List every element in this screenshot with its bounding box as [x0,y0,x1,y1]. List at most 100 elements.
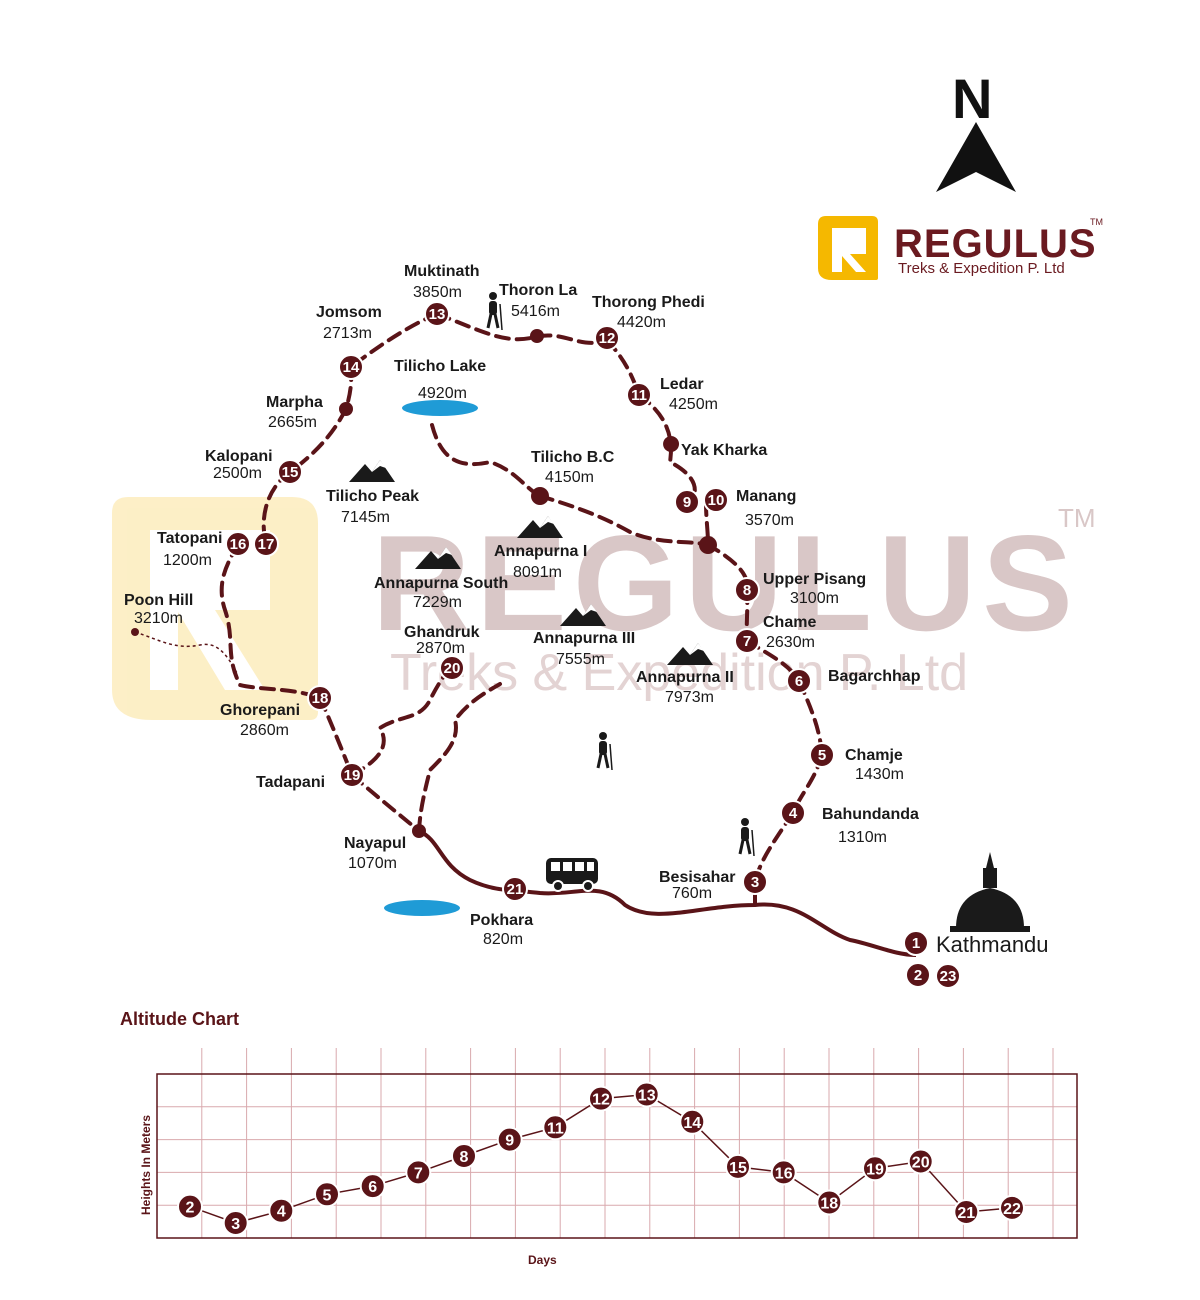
route-stops: 13 12 14 11 15 9 10 16 17 8 7 20 6 18 5 … [225,301,961,989]
stop-marker: 7 [734,628,760,654]
altitude-point: 11 [542,1114,569,1141]
stop-number: 8 [743,582,751,599]
altitude-point-label: 18 [820,1196,838,1213]
y-axis-label: Heights In Meters [139,1115,153,1215]
place-name: Tilicho Peak [326,488,419,505]
brand-logo: REGULUS TM Treks & Expedition P. Ltd [818,216,1103,280]
chart-frame [156,1073,1078,1239]
place-name: Yak Kharka [681,442,767,459]
altitude-point-label: 22 [1003,1201,1021,1218]
stop-marker: 18 [307,685,333,711]
altitude-point: 13 [633,1081,660,1108]
stop-marker: 1 [903,930,929,956]
place-alt: 8091m [513,564,562,581]
place-labels: Muktinath 3850m Thoron La 5416m Thorong … [124,263,1049,957]
stop-number: 13 [429,306,446,323]
altitude-point-label: 14 [683,1115,701,1132]
altitude-point: 3 [222,1210,249,1236]
poon-hill-trail [134,631,239,676]
stop-number: 17 [258,536,275,553]
altitude-point-marker [633,1081,660,1108]
chart-title: Altitude Chart [120,1009,239,1029]
stop-number: 1 [912,935,920,952]
stop-marker: 4 [780,800,806,826]
place-name: Poon Hill [124,592,193,609]
altitude-point-label: 3 [231,1216,240,1233]
stop-number: 6 [795,673,803,690]
snowcap [583,604,597,616]
altitude-point-marker [907,1148,934,1175]
altitude-point-marker [999,1194,1025,1221]
snowcap [372,460,386,472]
waypoint-marker [699,536,717,554]
hiker-icon [596,732,613,771]
waypoint-marker [131,628,139,636]
place-alt: 7145m [341,509,390,526]
stop-marker: 15 [277,459,303,485]
place-alt: 3570m [745,512,794,529]
place-alt: 4420m [617,314,666,331]
altitude-point: 16 [770,1159,797,1186]
altitude-chart: Altitude Chart Heights In Meters Days 23… [120,1009,1078,1267]
altitude-point-marker [268,1197,295,1224]
watermark-tm: TM [1058,503,1096,533]
stupa-icon [950,852,1030,932]
place-name: Pokhara [470,912,533,929]
stop-number: 2 [914,967,922,984]
altitude-point-marker [816,1189,843,1216]
altitude-point: 21 [953,1199,980,1225]
place-alt: 5416m [511,303,560,320]
brand-tagline: Treks & Expedition P. Ltd [898,260,1065,277]
stop-marker: 13 [424,301,450,327]
stop-marker: 16 [225,531,251,557]
place-name: Annapurna I [494,543,587,560]
place-name: Marpha [266,394,323,411]
altitude-point: 7 [405,1159,432,1186]
snowcap [438,547,452,559]
stop-marker: 10 [703,487,729,513]
place-name: Thoron La [499,282,577,299]
place-alt: 7229m [413,594,462,611]
place-name: Tilicho B.C [531,449,615,466]
place-alt: 7555m [556,651,605,668]
altitude-point-label: 5 [323,1187,332,1204]
stop-marker: 21 [502,876,528,902]
altitude-point-marker [588,1085,614,1112]
place-alt: 7973m [665,689,714,706]
place-name: Muktinath [404,263,480,280]
stop-number: 20 [444,660,461,677]
altitude-point-marker [770,1159,797,1186]
snowcap [690,643,704,655]
place-name: Kathmandu [936,932,1049,957]
altitude-point-label: 6 [368,1179,377,1196]
stop-number: 12 [599,330,616,347]
tilicho-lake-icon [402,400,478,416]
stop-number: 21 [507,881,524,898]
stop-number: 15 [282,464,299,481]
altitude-point-marker [953,1199,980,1225]
altitude-point-marker [862,1155,888,1182]
stop-marker: 20 [439,655,465,681]
waypoint-pin-icon [663,436,680,474]
waypoint-markers [131,329,717,838]
stop-marker: 6 [786,668,812,694]
place-name: Upper Pisang [763,571,866,588]
hiker-icon [486,292,503,331]
place-alt: 2870m [416,640,465,657]
stop-marker: 5 [809,742,835,768]
watermark-name: REGULUS [372,507,1079,659]
altitude-point-marker [451,1143,477,1169]
place-alt: 1070m [348,855,397,872]
stop-marker: 12 [594,325,620,351]
altitude-point: 5 [314,1181,340,1208]
place-alt: 820m [483,931,523,948]
bus-icon [546,858,598,892]
altitude-point-label: 15 [729,1160,747,1177]
place-name: Annapurna III [533,630,635,647]
stop-marker: 9 [674,489,700,515]
stop-marker: 8 [734,577,760,603]
waypoint-marker [339,402,353,416]
altitude-point-label: 12 [592,1092,610,1109]
place-alt: 2500m [213,465,262,482]
